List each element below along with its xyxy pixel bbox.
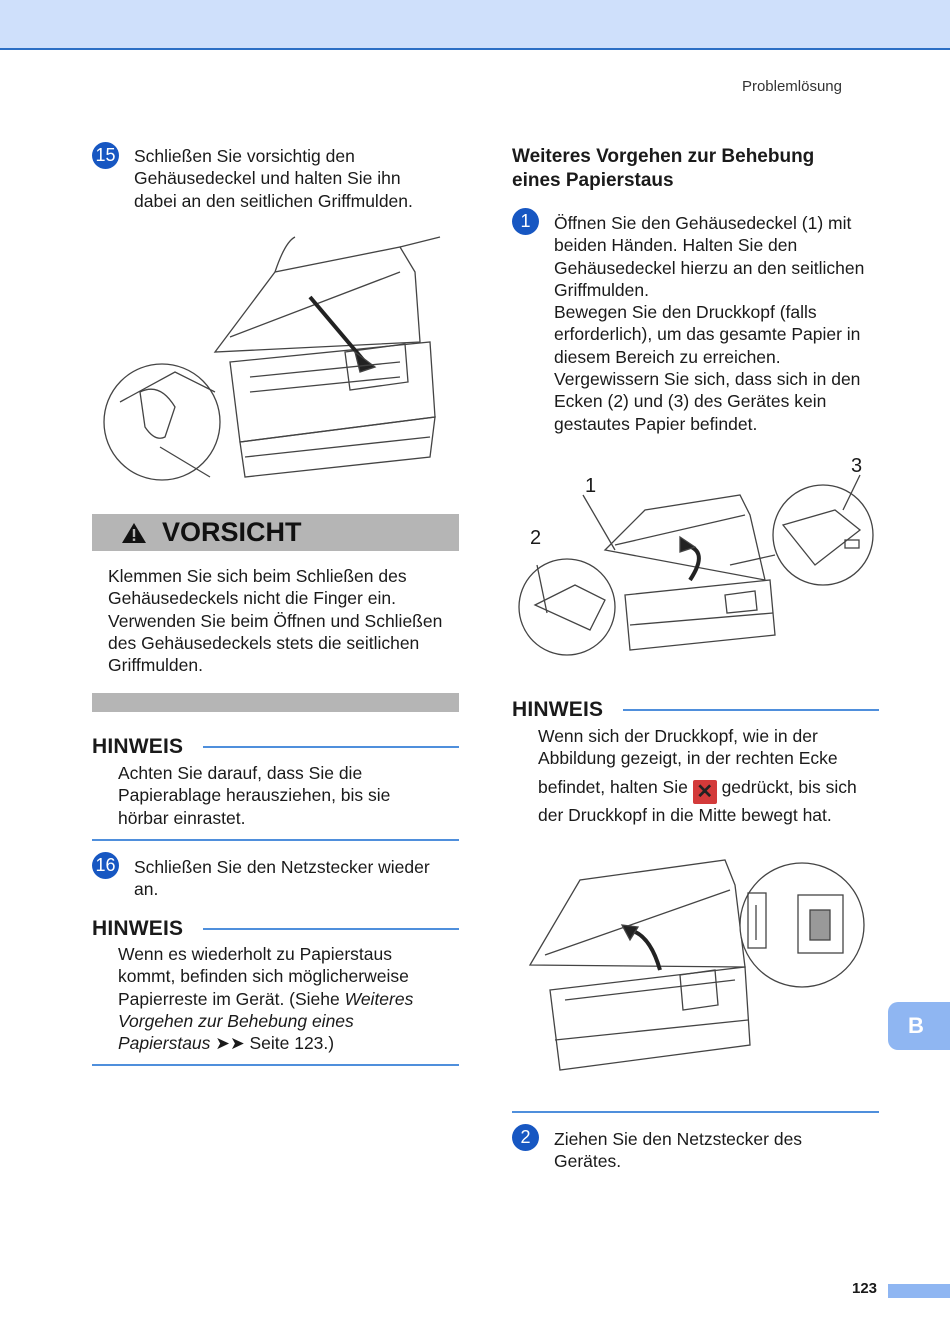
step-2-text: Ziehen Sie den Netzstecker des Gerätes. bbox=[554, 1129, 803, 1172]
warning-icon bbox=[122, 523, 146, 543]
note-text-3: Wenn sich der Druckkopf, wie in der Abbi… bbox=[538, 726, 857, 825]
note-end-rule-1 bbox=[92, 839, 459, 841]
illustration-open-cover bbox=[518, 474, 874, 656]
note-rule-3 bbox=[623, 709, 879, 711]
note-title-3: HINWEIS bbox=[512, 698, 604, 721]
callout-3: 3 bbox=[851, 455, 863, 477]
header-bar bbox=[0, 0, 950, 50]
note-text-2: Wenn es wiederholt zu Papierstaus kommt,… bbox=[118, 944, 414, 1054]
step-number-2: 2 bbox=[512, 1124, 539, 1151]
note-end-rule-2 bbox=[92, 1064, 459, 1066]
page-number-bar bbox=[888, 1284, 950, 1298]
caution-header-bar bbox=[92, 514, 459, 551]
step-number-16: 16 bbox=[92, 852, 119, 879]
step-15-text: Schließen Sie vorsichtig den Gehäusedeck… bbox=[134, 146, 413, 211]
illustration-close-cover bbox=[103, 236, 441, 481]
callout-1: 1 bbox=[585, 475, 597, 497]
step-number-1: 1 bbox=[512, 208, 539, 235]
section-heading: Weiteres Vorgehen zur Behebung eines Pap… bbox=[512, 146, 815, 191]
note-title-2: HINWEIS bbox=[92, 917, 184, 940]
step-16-text: Schließen Sie den Netzstecker wieder an. bbox=[134, 857, 430, 900]
step-number-15: 15 bbox=[92, 142, 119, 169]
chapter-tab-b[interactable]: B bbox=[888, 1002, 950, 1050]
note-rule-2 bbox=[203, 928, 459, 930]
section-title: Problemlösung bbox=[741, 78, 842, 95]
note-end-rule-3 bbox=[512, 1111, 879, 1113]
note-text-1: Achten Sie darauf, dass Sie die Papierab… bbox=[118, 763, 391, 828]
illustration-print-head bbox=[528, 859, 865, 1071]
note-title-1: HINWEIS bbox=[92, 735, 184, 758]
caution-footer-bar bbox=[92, 693, 459, 712]
caution-title: VORSICHT bbox=[162, 517, 302, 547]
note-rule-1 bbox=[203, 746, 459, 748]
callout-2: 2 bbox=[530, 527, 542, 549]
page-number: 123 bbox=[852, 1280, 878, 1297]
caution-text: Klemmen Sie sich beim Schließen des Gehä… bbox=[108, 566, 443, 676]
step-1-text: Öffnen Sie den Gehäusedeckel (1) mit bei… bbox=[554, 213, 865, 434]
stop-x-icon: ✕ bbox=[692, 779, 717, 804]
cross-reference-link[interactable]: Papierstaus bbox=[118, 1033, 211, 1054]
